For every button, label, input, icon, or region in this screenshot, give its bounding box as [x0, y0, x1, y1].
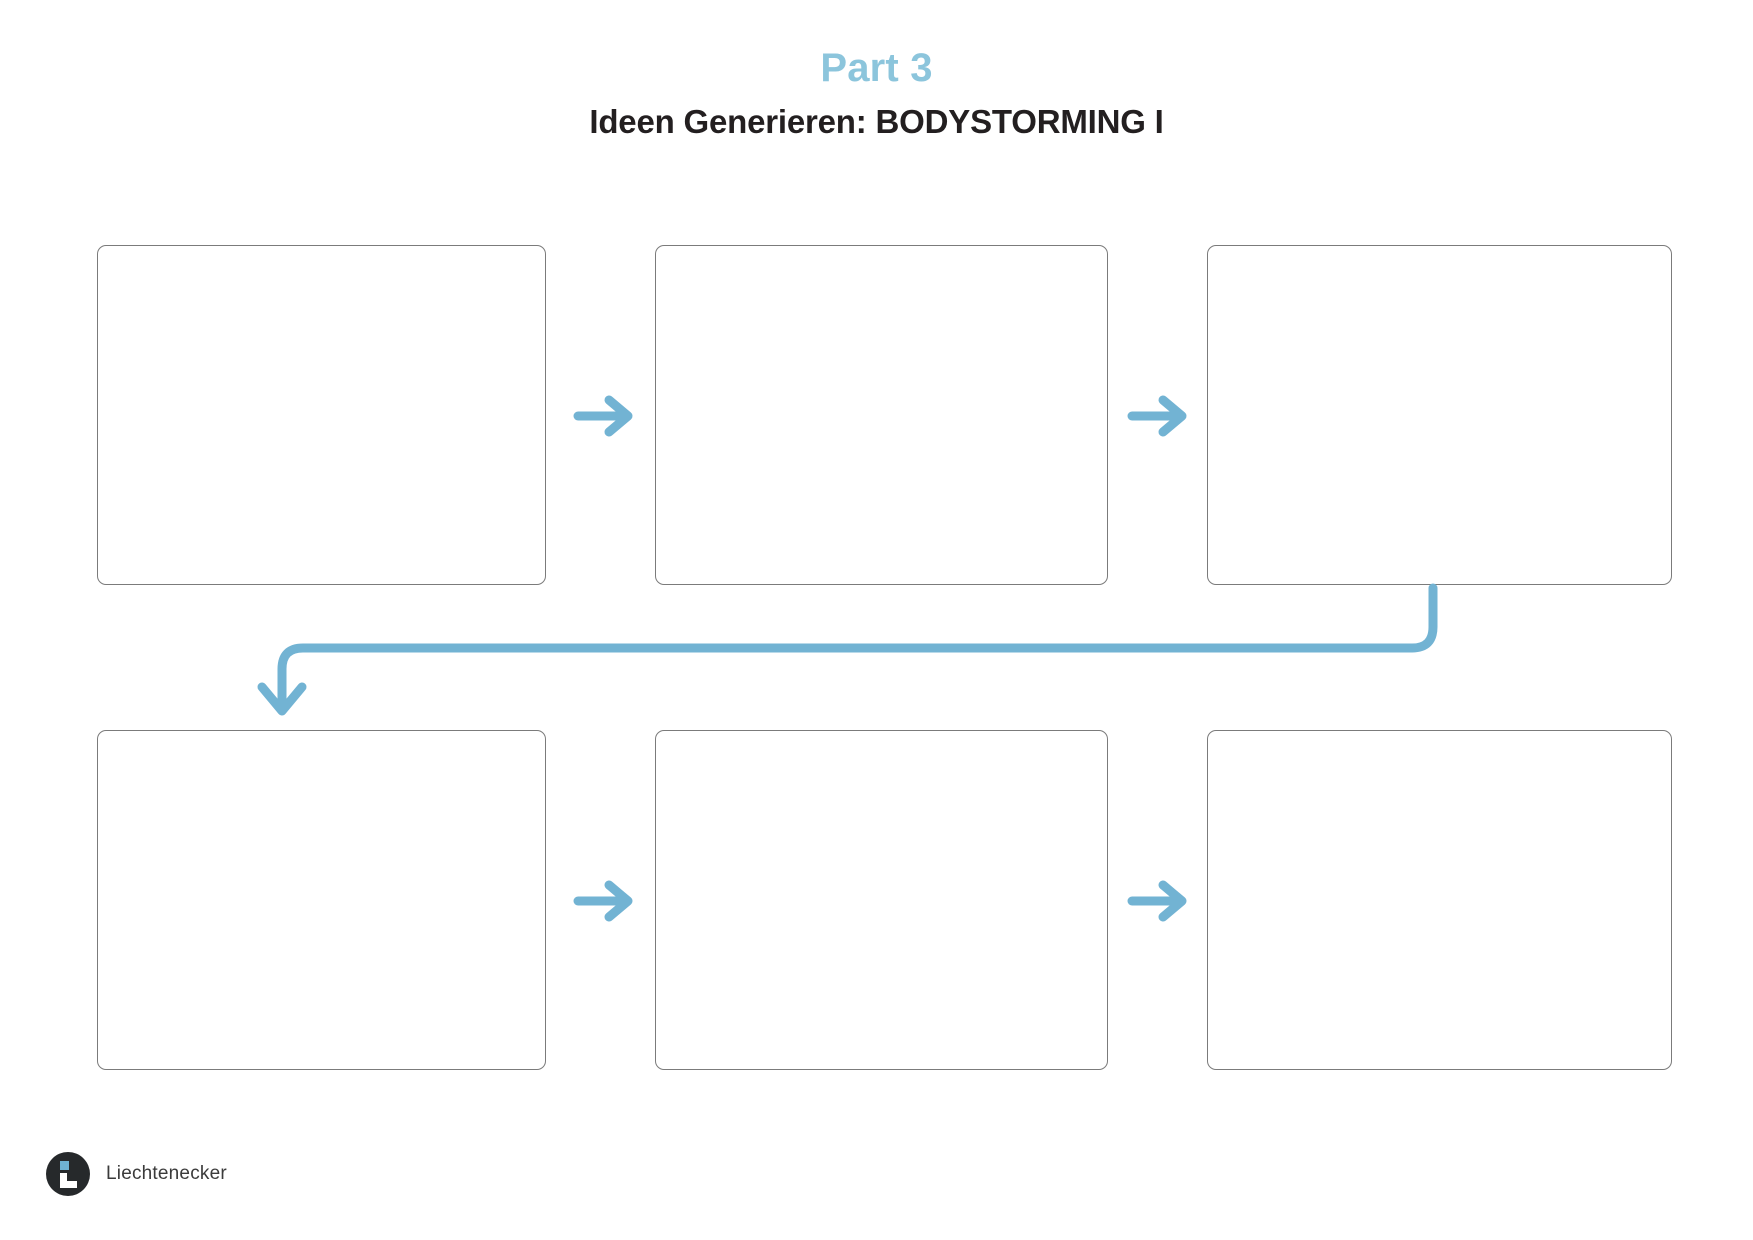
storyboard-frame-4[interactable] — [97, 730, 546, 1070]
storyboard-frame-6[interactable] — [1207, 730, 1672, 1070]
page-header: Part 3 Ideen Generieren: BODYSTORMING I — [0, 0, 1753, 140]
logo-foot-shape — [60, 1181, 77, 1188]
arrow-right-icon — [1127, 880, 1187, 922]
page-title: Ideen Generieren: BODYSTORMING I — [589, 103, 1164, 140]
logo-dot-shape — [60, 1161, 69, 1170]
page-part-label: Part 3 — [820, 46, 933, 90]
logo-stem-shape — [60, 1173, 67, 1188]
arrow-right-icon — [573, 395, 633, 437]
storyboard-frame-3[interactable] — [1207, 245, 1672, 585]
arrow-right-icon — [573, 880, 633, 922]
page-footer: Liechtenecker — [46, 1152, 227, 1196]
liechtenecker-logo-icon — [46, 1152, 90, 1196]
storyboard-frame-2[interactable] — [655, 245, 1108, 585]
storyboard-frame-1[interactable] — [97, 245, 546, 585]
brand-name: Liechtenecker — [106, 1163, 227, 1184]
storyboard-frame-5[interactable] — [655, 730, 1108, 1070]
arrow-right-icon — [1127, 395, 1187, 437]
wrap-around-arrow-icon — [257, 583, 1438, 716]
